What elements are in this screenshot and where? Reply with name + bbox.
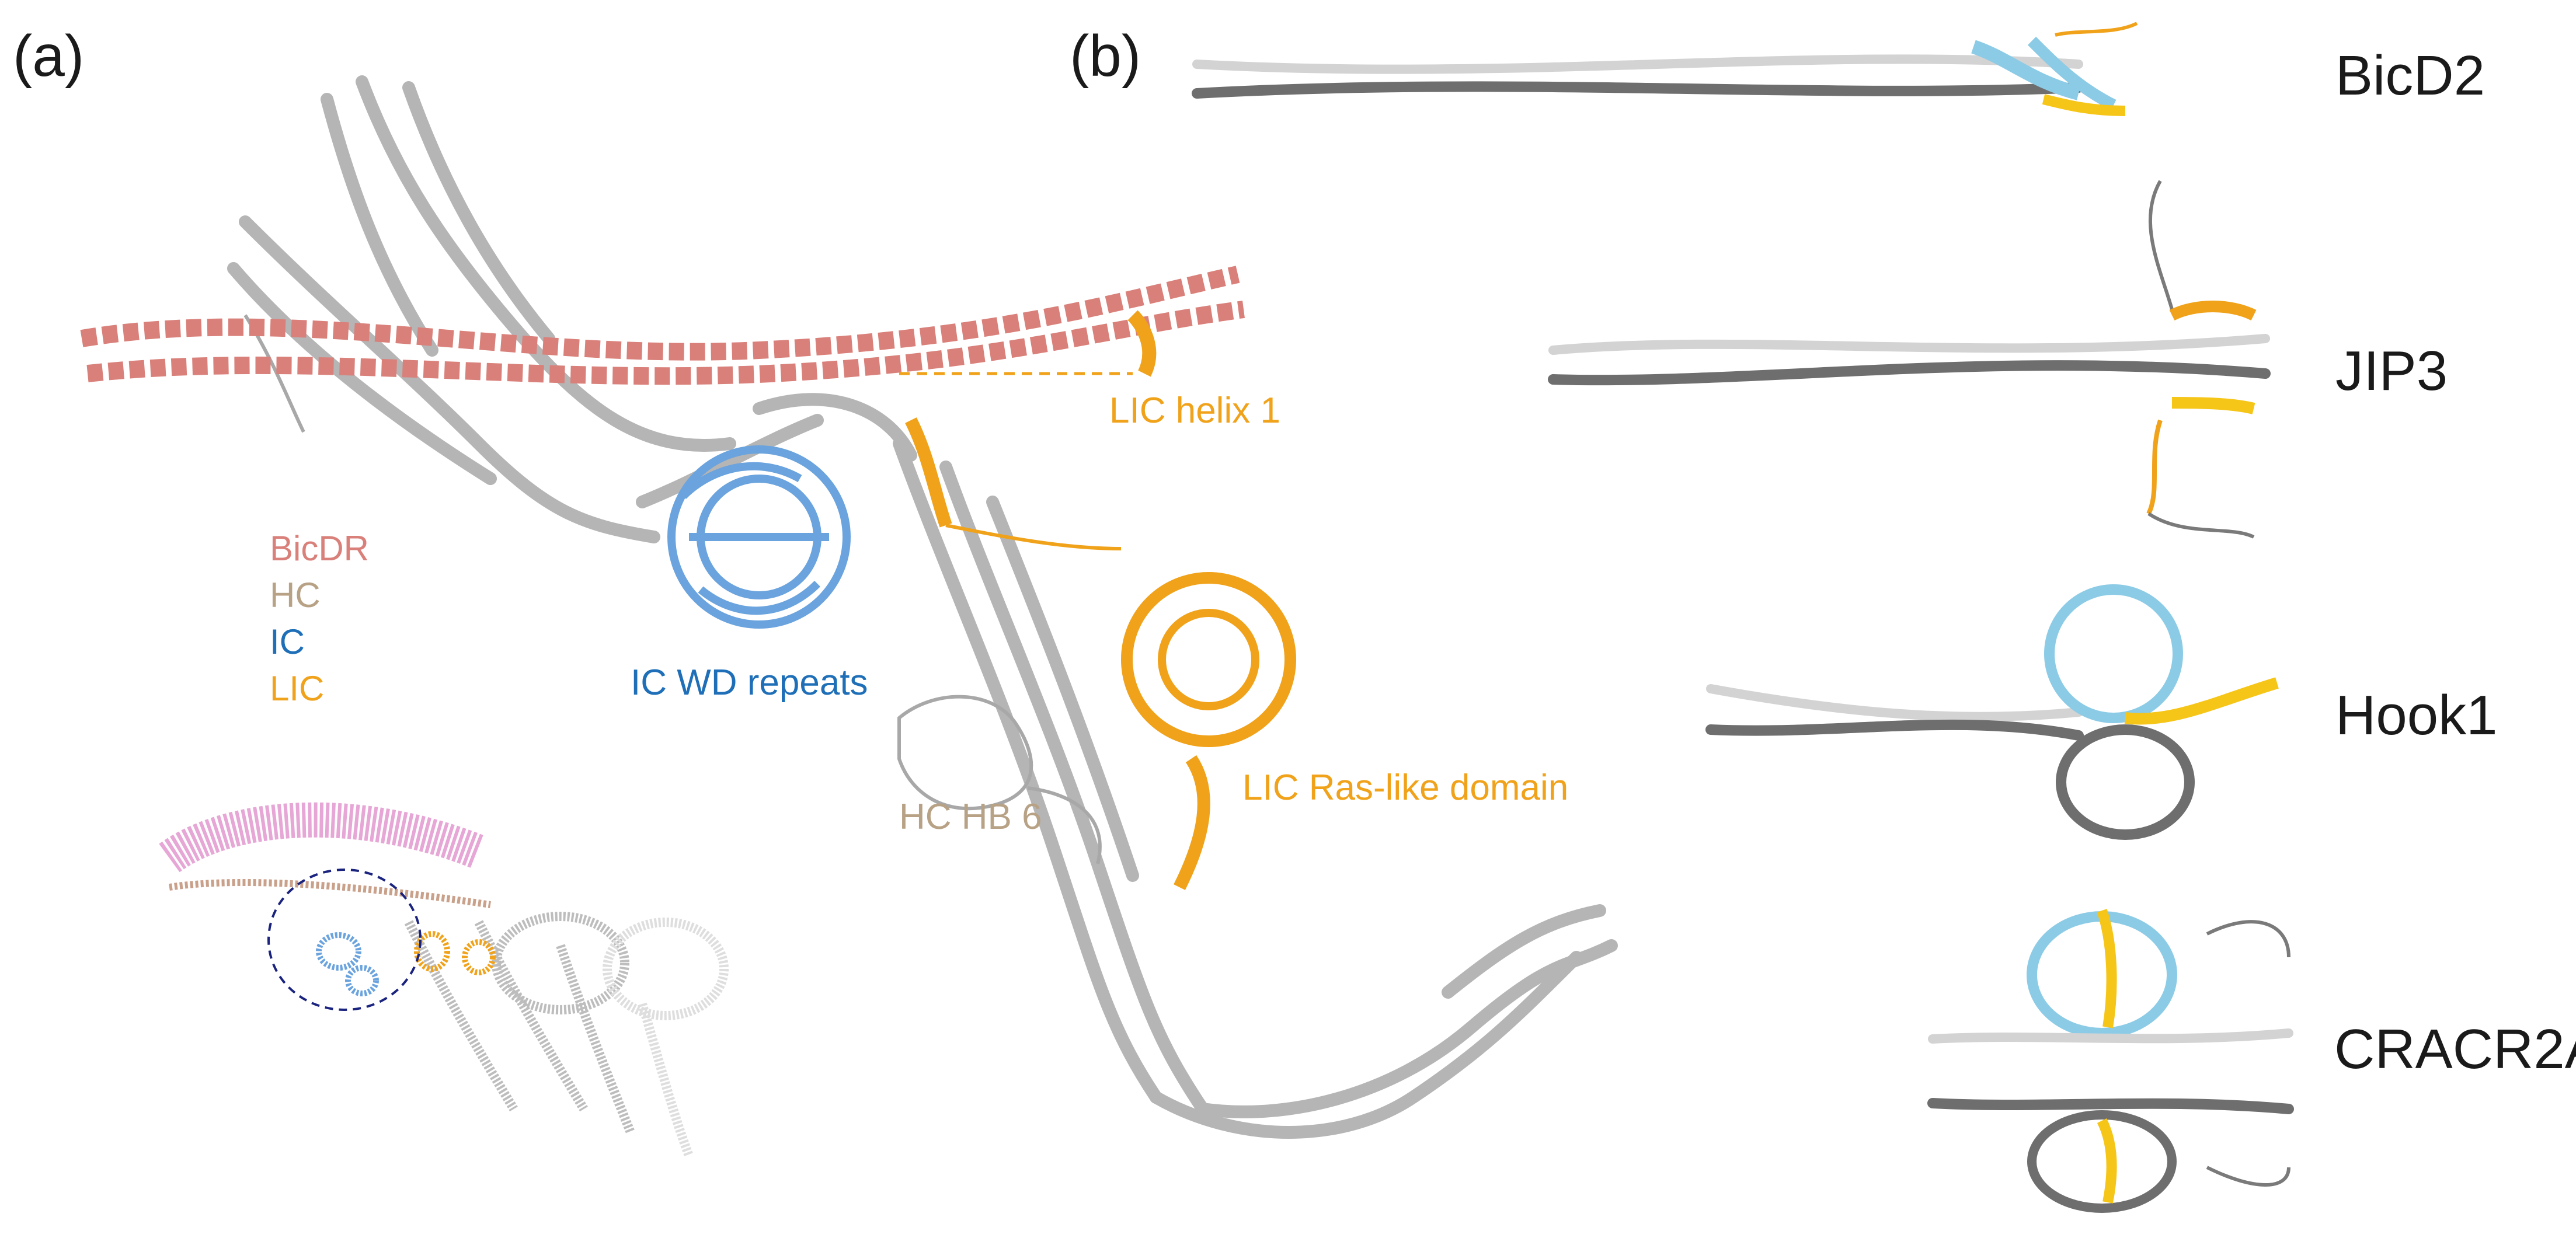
panel-a-label: (a) [13,23,84,89]
ic-wd-repeats-label: IC WD repeats [631,662,868,703]
adaptor-label-jip3: JIP3 [2335,340,2448,402]
hook1-structure [1705,584,2279,840]
chain-legend: BicDR HC IC LIC [270,529,369,708]
heavy-chain-structure [227,75,1618,1139]
overview-inset [159,802,729,1157]
lic-structure [899,310,1296,890]
adaptor-label-hook1: Hook1 [2335,684,2498,747]
hc-hb6-label: HC HB 6 [899,797,1042,837]
bicd2-structure [1192,22,2138,116]
cracr2a-structure [1927,909,2294,1213]
panel-b-label: (b) [1070,23,1141,89]
adaptor-label-cracr2a: CRACR2A [2334,1018,2576,1080]
lic-ras-like-domain-label: LIC Ras-like domain [1242,768,1568,808]
legend-lic: LIC [270,669,324,708]
bicdr-coiled-coil [80,266,1245,385]
inset-focus-circle [267,869,422,1011]
lic-helix-1-label: LIC helix 1 [1109,390,1280,431]
legend-ic: IC [270,622,305,661]
ic-wd-repeats-structure [667,445,851,629]
adaptor-label-bicd2: BicD2 [2335,44,2485,107]
legend-hc: HC [270,576,321,615]
jip3-structure [1548,180,2271,539]
legend-bicdr: BicDR [270,529,369,568]
